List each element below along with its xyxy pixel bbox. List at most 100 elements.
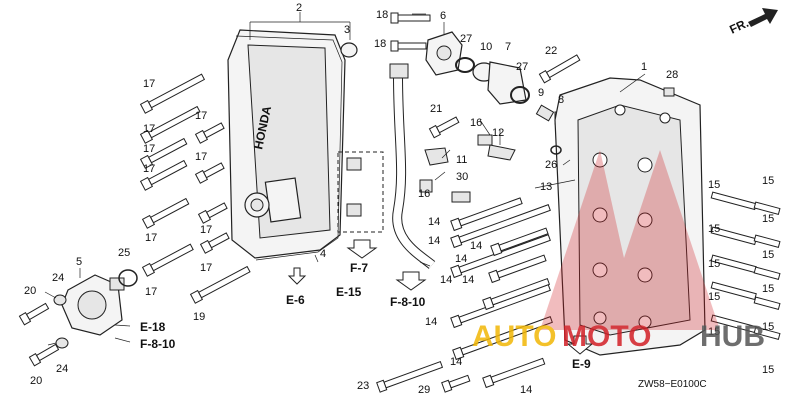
leader-lines (44, 12, 646, 346)
bolt-21 (428, 116, 460, 139)
callout-17f: 17 (143, 163, 155, 175)
cylinder-head-1[interactable] (554, 77, 706, 356)
callout-15g: 15 (762, 283, 774, 295)
callout-20a: 20 (24, 285, 36, 297)
callout-15e: 15 (762, 249, 774, 261)
sensor-16 (419, 134, 493, 193)
housing-7[interactable] (487, 61, 527, 105)
arrow-e9 (566, 335, 594, 355)
callout-26: 26 (545, 159, 557, 171)
callout-17c: 17 (143, 123, 155, 135)
callout-7: 7 (505, 41, 511, 53)
fr-label: FR. (727, 16, 750, 37)
cylinder-head-cover[interactable]: HONDA (227, 29, 346, 259)
watermark-logo-icon (540, 150, 720, 330)
callout-4: 4 (320, 248, 326, 260)
callout-14g: 14 (450, 356, 462, 368)
studs-15 (710, 191, 781, 340)
callout-14h: 14 (462, 274, 474, 286)
callout-24a: 24 (52, 272, 64, 284)
oil-filler-cap-3[interactable] (340, 42, 358, 58)
callout-14d: 14 (455, 253, 467, 265)
bolt-23 (376, 361, 444, 393)
ref-e18: E-18 (140, 320, 166, 334)
callout-5: 5 (76, 256, 82, 268)
arrow-f7 (346, 239, 378, 259)
arrow-e6 (287, 267, 307, 285)
gasket-27a (455, 57, 475, 73)
callout-9: 9 (538, 87, 544, 99)
callout-6: 6 (440, 10, 446, 22)
ref-e15: E-15 (336, 285, 362, 299)
ref-e9: E-9 (572, 357, 591, 371)
washers-24 (53, 294, 69, 349)
callout-15f: 15 (708, 258, 720, 270)
callout-23: 23 (357, 380, 369, 392)
front-arrow-icon (748, 8, 778, 27)
ref-f810a: F-8-10 (140, 337, 176, 351)
dowel-28 (663, 87, 675, 97)
callout-17b: 17 (195, 110, 207, 122)
section-references: E-6 E-15 E-18 F-8-10 F-7 F-8-10 E-9 (140, 261, 594, 371)
callout-19: 19 (193, 311, 205, 323)
callout-15a: 15 (708, 179, 720, 191)
ref-f7: F-7 (350, 261, 368, 275)
callout-15d: 15 (762, 213, 774, 225)
callout-2: 2 (296, 2, 302, 14)
callout-22: 22 (545, 45, 557, 57)
diagram-code: ZW58−E0100C (638, 379, 707, 390)
callout-17d: 17 (195, 151, 207, 163)
gasket-2 (235, 35, 343, 261)
callout-11: 11 (456, 154, 467, 166)
callout-17a: 17 (143, 78, 155, 90)
callout-8: 8 (558, 94, 564, 106)
o-ring-25 (118, 269, 138, 287)
callout-27b: 27 (516, 61, 528, 73)
callout-15c: 15 (708, 223, 720, 235)
callout-20b: 20 (30, 375, 42, 387)
cylinder-head-bolts-14 (450, 197, 553, 389)
callout-30: 30 (456, 171, 468, 183)
ref-e6: E-6 (286, 293, 305, 307)
ref-f810b: F-8-10 (390, 295, 426, 309)
bolts-18 (390, 12, 431, 52)
breather-plate-box (337, 151, 384, 233)
seal-26 (550, 145, 562, 155)
callout-13: 13 (540, 181, 552, 193)
watermark-moto: MOTO (562, 320, 651, 353)
oil-pump-5[interactable] (61, 274, 125, 336)
callout-18a: 18 (376, 9, 388, 21)
callout-14c: 14 (470, 240, 482, 252)
callout-28: 28 (666, 69, 678, 81)
callout-15i: 15 (762, 321, 774, 333)
callout-17g: 17 (145, 232, 157, 244)
callout-17e: 17 (143, 143, 155, 155)
callout-14a: 14 (428, 216, 440, 228)
callout-14e: 14 (440, 274, 452, 286)
callout-17i: 17 (200, 262, 212, 274)
callout-25: 25 (118, 247, 130, 259)
callout-17j: 17 (145, 286, 157, 298)
bolt-22 (538, 54, 581, 84)
valve-9[interactable] (535, 104, 555, 122)
callout-16b: 16 (418, 188, 430, 200)
callout-15k: 15 (762, 364, 774, 376)
callout-24b: 24 (56, 363, 68, 375)
bolt-29 (441, 374, 471, 393)
callout-27a: 27 (460, 33, 472, 45)
clip-11 (424, 147, 449, 166)
watermark-auto: AUTO (472, 320, 556, 353)
front-direction-indicator: FR. (727, 8, 778, 37)
water-hose (389, 63, 436, 269)
cover-bolts (139, 73, 251, 304)
callout-15b: 15 (762, 175, 774, 187)
bolts-20 (18, 302, 60, 367)
callout-3: 3 (344, 24, 350, 36)
callout-numbers: 2 3 4 5 6 7 8 9 10 11 12 13 16 16 30 21 … (24, 2, 774, 396)
watermark-hub: HUB (700, 320, 765, 353)
gasket-27b (510, 86, 530, 104)
callout-18b: 18 (374, 38, 386, 50)
callout-12: 12 (492, 127, 504, 139)
clamp-12 (487, 144, 516, 161)
